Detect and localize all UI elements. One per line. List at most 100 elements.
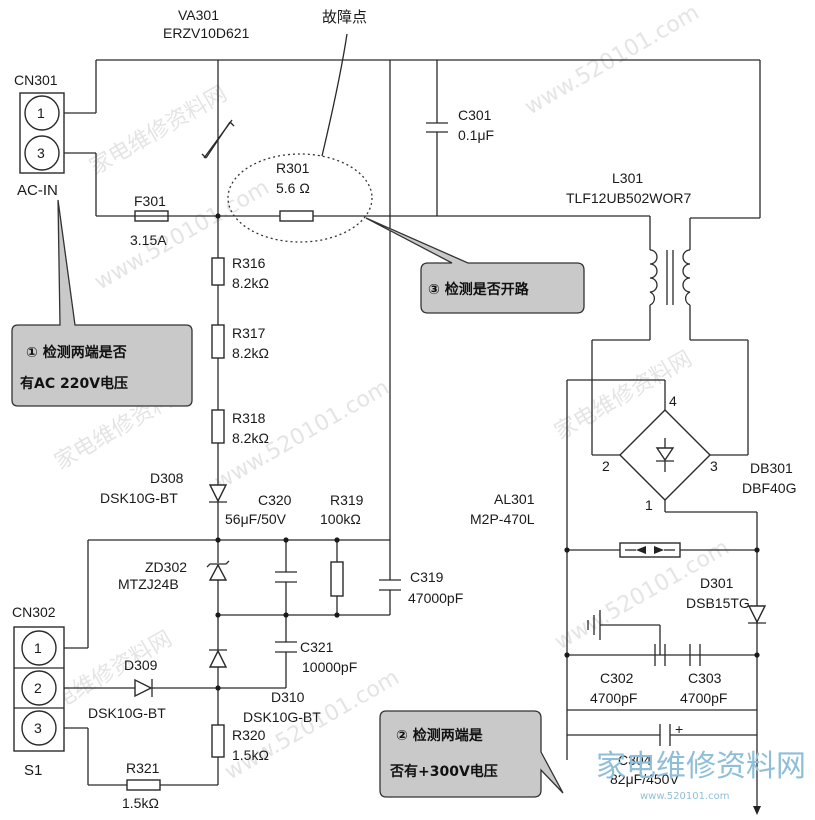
- c304-value: 82μF/450V: [610, 771, 679, 787]
- al301-arrester: AL301 M2P-470L: [470, 491, 681, 558]
- c320-value: 56μF/50V: [225, 511, 287, 527]
- l301-inductor: L301 TLF12UB502WOR7: [566, 170, 691, 306]
- junctions: [215, 213, 760, 691]
- d308-part: DSK10G-BT: [100, 490, 178, 506]
- d309-diode: D309 DSK10G-BT: [88, 657, 166, 721]
- callout-1-line2: 有AC 220V电压: [20, 375, 128, 392]
- r301-resistor: R301 5.6 Ω: [276, 160, 314, 222]
- c301-value: 0.1μF: [458, 127, 494, 143]
- fault-ellipse: [227, 153, 373, 243]
- r320-value: 1.5kΩ: [232, 747, 269, 763]
- f301-fuse: F301 3.15A: [130, 193, 169, 248]
- r317-resistor: R317 8.2kΩ: [211, 324, 269, 361]
- r317-label: R317: [232, 325, 266, 341]
- l301-part: TLF12UB502WOR7: [566, 190, 691, 206]
- c303-value: 4700pF: [680, 690, 727, 706]
- r301-value: 5.6 Ω: [276, 180, 310, 196]
- va301-varistor: [201, 115, 235, 165]
- r319-resistor: [330, 561, 344, 597]
- d301-part: DSB15TG: [686, 595, 750, 611]
- ground-symbol: [587, 610, 601, 640]
- va301-label: VA301: [178, 7, 219, 23]
- cn302-label: CN302: [12, 604, 56, 620]
- d310-part: DSK10G-BT: [243, 709, 321, 725]
- c321-label: C321: [300, 639, 334, 655]
- l301-label: L301: [612, 170, 643, 186]
- c320-label: C320: [258, 492, 292, 508]
- d309-label: D309: [124, 657, 158, 673]
- r318-value: 8.2kΩ: [232, 430, 269, 446]
- s1-label: S1: [24, 762, 42, 779]
- c302-value: 4700pF: [590, 690, 637, 706]
- cn301-label: CN301: [14, 72, 58, 88]
- f301-label: F301: [134, 193, 166, 209]
- callout-3-text: ③ 检测是否开路: [428, 281, 530, 298]
- watermark-cn: 家电维修资料网: [86, 82, 232, 181]
- c321-capacitor: C321 10000pF: [275, 639, 357, 675]
- c301-label: C301: [458, 107, 492, 123]
- d310-label: D310: [271, 689, 305, 705]
- c304-label: C304: [618, 752, 652, 768]
- callout-1-line1: ① 检测两端是否: [26, 344, 127, 361]
- c302-capacitor: C302 4700pF: [590, 644, 666, 706]
- fault-leader-line: [321, 33, 348, 157]
- watermark-url: www.520101.com: [221, 665, 404, 785]
- zd302-part: MTZJ24B: [118, 576, 179, 592]
- callout-1: ① 检测两端是否 有AC 220V电压: [11, 199, 193, 407]
- d301-diode: D301 DSB15TG: [686, 575, 767, 624]
- db301-part: DBF40G: [742, 480, 796, 496]
- output-arrow: [753, 806, 761, 815]
- c303-capacitor: C303 4700pF: [680, 644, 727, 706]
- bridge-pin2: 2: [602, 458, 610, 474]
- c319-value: 47000pF: [408, 590, 463, 606]
- bridge-pin4: 4: [669, 393, 677, 409]
- cn302-pin1: 1: [34, 640, 42, 656]
- r316-resistor: R316 8.2kΩ: [211, 255, 269, 291]
- db301-label: DB301: [750, 460, 793, 476]
- callout-2-line1: ② 检测两端是: [396, 727, 484, 744]
- r318-resistor: R318 8.2kΩ: [211, 409, 269, 446]
- r319-label: R319: [330, 492, 364, 508]
- fault-point-label: 故障点: [322, 8, 367, 26]
- r317-value: 8.2kΩ: [232, 345, 269, 361]
- d301-label: D301: [700, 575, 734, 591]
- zd302-label: ZD302: [145, 559, 187, 575]
- bridge-pin3: 3: [710, 458, 718, 474]
- r321-label: R321: [126, 760, 160, 776]
- c321-value: 10000pF: [302, 659, 357, 675]
- r316-value: 8.2kΩ: [232, 275, 269, 291]
- c304-plus: +: [675, 721, 683, 737]
- callout-2: ② 检测两端是 否有+300V电压: [379, 710, 564, 798]
- ac-in-label: AC-IN: [17, 182, 58, 199]
- r316-label: R316: [232, 255, 266, 271]
- r320-resistor: R320 1.5kΩ: [211, 724, 269, 763]
- d310-diode: D310 DSK10G-BT: [208, 649, 321, 725]
- r319-value: 100kΩ: [320, 511, 361, 527]
- c304-capacitor: + C304 82μF/450V: [610, 721, 683, 787]
- r320-label: R320: [232, 727, 266, 743]
- al301-label: AL301: [494, 491, 535, 507]
- va301-part: ERZV10D621: [163, 25, 250, 41]
- al301-part: M2P-470L: [470, 511, 535, 527]
- c303-label: C303: [688, 670, 722, 686]
- db301-bridge: 4 2 3 1 DB301 DBF40G: [602, 393, 796, 513]
- f301-value: 3.15A: [130, 232, 167, 248]
- r321-resistor: R321 1.5kΩ: [122, 760, 161, 811]
- c301-capacitor: C301 0.1μF: [426, 107, 494, 143]
- r301-label: R301: [276, 160, 310, 176]
- zd302-zener: ZD302 MTZJ24B: [118, 559, 230, 592]
- logo-text: 家电维修资料网: [596, 749, 806, 784]
- logo-url: www.520101.com: [640, 791, 730, 802]
- cn302-pin3: 3: [34, 720, 42, 736]
- cn301-pin1: 1: [37, 105, 45, 121]
- c319-label: C319: [410, 569, 444, 585]
- cn301-connector: CN301 1 3 AC-IN: [14, 72, 65, 199]
- c319-capacitor: C319 47000pF: [379, 569, 463, 606]
- r318-label: R318: [232, 410, 266, 426]
- d308-diode: D308 DSK10G-BT: [100, 470, 228, 506]
- c302-label: C302: [600, 670, 634, 686]
- d309-part: DSK10G-BT: [88, 705, 166, 721]
- r321-value: 1.5kΩ: [122, 795, 159, 811]
